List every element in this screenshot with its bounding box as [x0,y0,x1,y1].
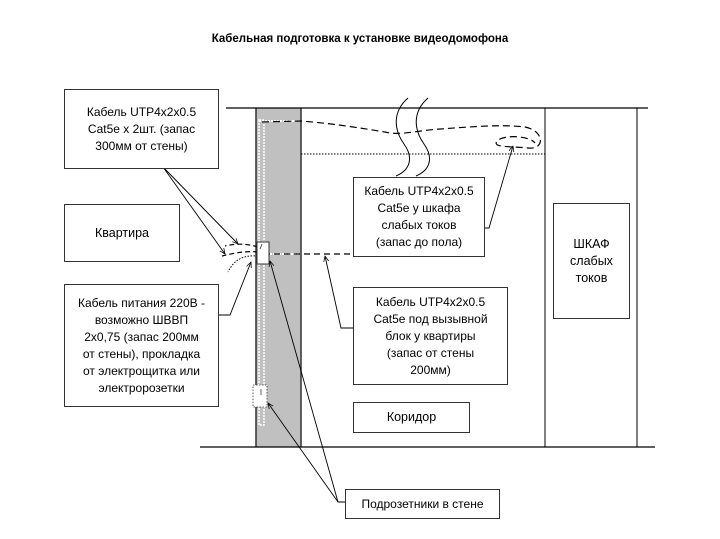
pointer-junction-lower [268,403,339,503]
junction-box-lower [252,384,268,408]
utp-cable-to-cabinet [261,120,541,149]
label-corridor: Коридор [353,402,470,433]
apartment-cable-1 [224,243,259,248]
wall-conduit [258,119,265,426]
label-power-cable: Кабель питания 220В - возможно ШВВП 2х0,… [64,284,219,407]
pointer-apartment-cable-a [162,166,238,244]
pointer-cabinet-cable [485,146,513,229]
label-utp-callblock: Кабель UTP4x2x0.5 Cat5e под вызывной бло… [353,287,508,385]
diagram-title: Кабельная подготовка к установке видеодо… [211,33,509,45]
label-utp-cabinet: Кабель UTP4x2x0.5 Cat5e у шкафа слабых т… [353,177,485,257]
apartment-cable-2 [221,251,259,257]
junction-box-upper-mark [259,243,263,250]
junction-box-upper [256,241,270,265]
label-cabinet: ШКАФ слабых токов [553,203,630,319]
pointer-callblock-cable [325,256,353,329]
pointer-apartment-cable-b [162,166,225,254]
break-mark-left [395,97,411,177]
break-mark-right [415,97,431,177]
power-cable-dotted [227,255,259,273]
label-junction-boxes: Подрозетники в стене [345,489,500,519]
pointer-power-cable [218,262,251,316]
label-utp-apartment: Кабель UTP4x2x0.5 Cat5e x 2шт. (запас 30… [64,89,219,169]
label-apartment: Квартира [64,204,180,262]
